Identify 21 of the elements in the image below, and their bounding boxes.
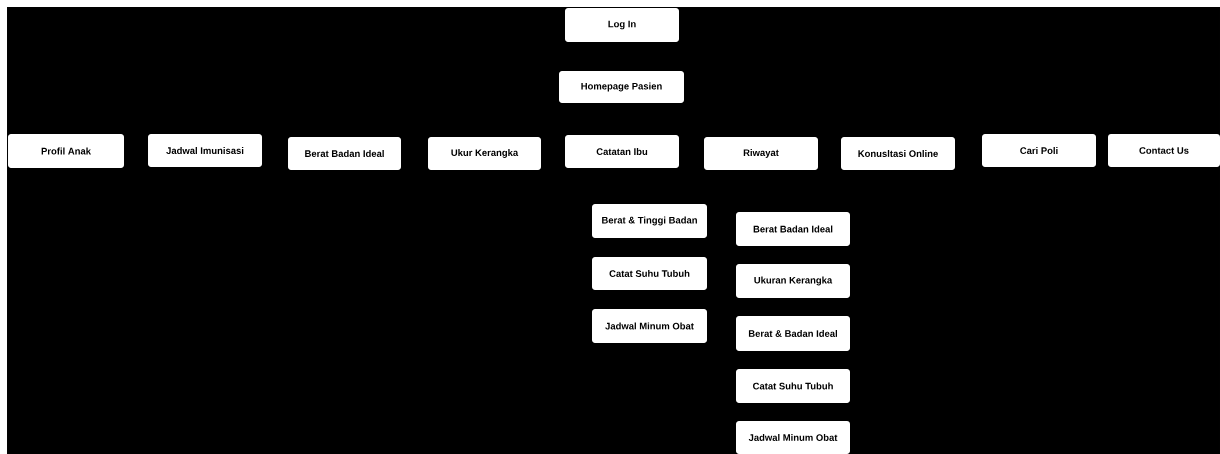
menu-box: Berat & Badan Ideal (736, 316, 850, 351)
menu-box: Cari Poli (982, 134, 1096, 167)
node-label: Log In (608, 20, 636, 30)
node-label: Profil Anak (41, 147, 91, 155)
menu-box: Ukur Kerangka (428, 137, 541, 170)
menu-box: Ukuran Kerangka (736, 264, 850, 298)
menu-box: Berat Badan Ideal (288, 137, 401, 170)
menu-box: Catat Suhu Tubuh (736, 369, 850, 403)
menu-box: Homepage Pasien (559, 71, 684, 103)
menu-box: Riwayat (704, 137, 818, 170)
menu-box: Berat & Tinggi Badan (592, 204, 707, 238)
menu-box: Jadwal Imunisasi (148, 134, 262, 167)
menu-box: Profil Anak (8, 134, 124, 168)
menu-box: Catat Suhu Tubuh (592, 257, 707, 290)
menu-box: Konusltasi Online (841, 137, 955, 170)
menu-box: Jadwal Minum Obat (736, 421, 850, 454)
menu-box: Berat Badan Ideal (736, 212, 850, 246)
menu-box: Jadwal Minum Obat (592, 309, 707, 343)
menu-box: Contact Us (1108, 134, 1220, 167)
menu-box: Catatan Ibu (565, 135, 679, 168)
menu-box: Log In (565, 8, 679, 42)
